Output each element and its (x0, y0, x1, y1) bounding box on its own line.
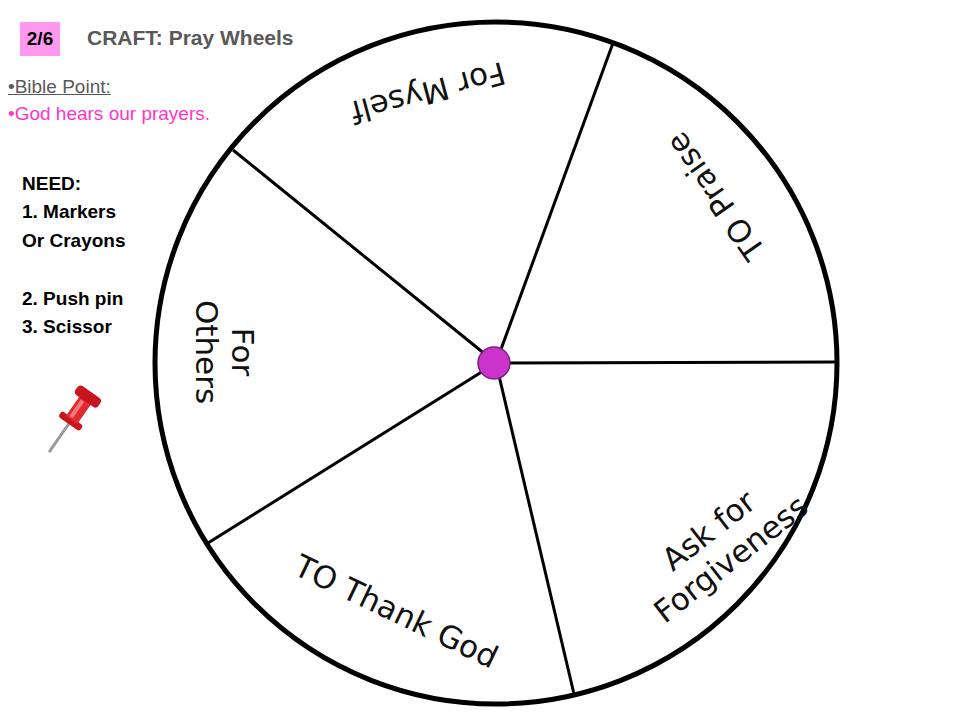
pin-needle (50, 423, 70, 451)
page-number: 2/6 (27, 28, 53, 50)
bible-point-text: •God hears our prayers. (8, 99, 210, 128)
pin-shine (69, 400, 84, 419)
wheel (155, 22, 837, 704)
wheel-rim (155, 22, 837, 704)
needs-item: 3. Scissor (22, 312, 112, 341)
bible-point-heading: •Bible Point: (8, 72, 111, 101)
needs-heading: NEED: (22, 169, 81, 198)
slide-title: CRAFT: Pray Wheels (87, 26, 294, 50)
prayer-sector: For Others (188, 290, 259, 415)
wheel-spoke (233, 150, 496, 363)
page-badge: 2/6 (20, 22, 60, 56)
needs-item: 1. Markers Or Crayons (22, 197, 134, 255)
center-pin (478, 347, 510, 379)
wheel-spoke (208, 363, 496, 543)
wheel-spoke (496, 362, 836, 363)
sector-label: For Others (188, 290, 259, 415)
push-pin-icon (38, 384, 102, 459)
needs-item: 2. Push pin (22, 284, 123, 313)
wheel-spoke (496, 43, 613, 363)
wheel-spoke (496, 363, 574, 694)
